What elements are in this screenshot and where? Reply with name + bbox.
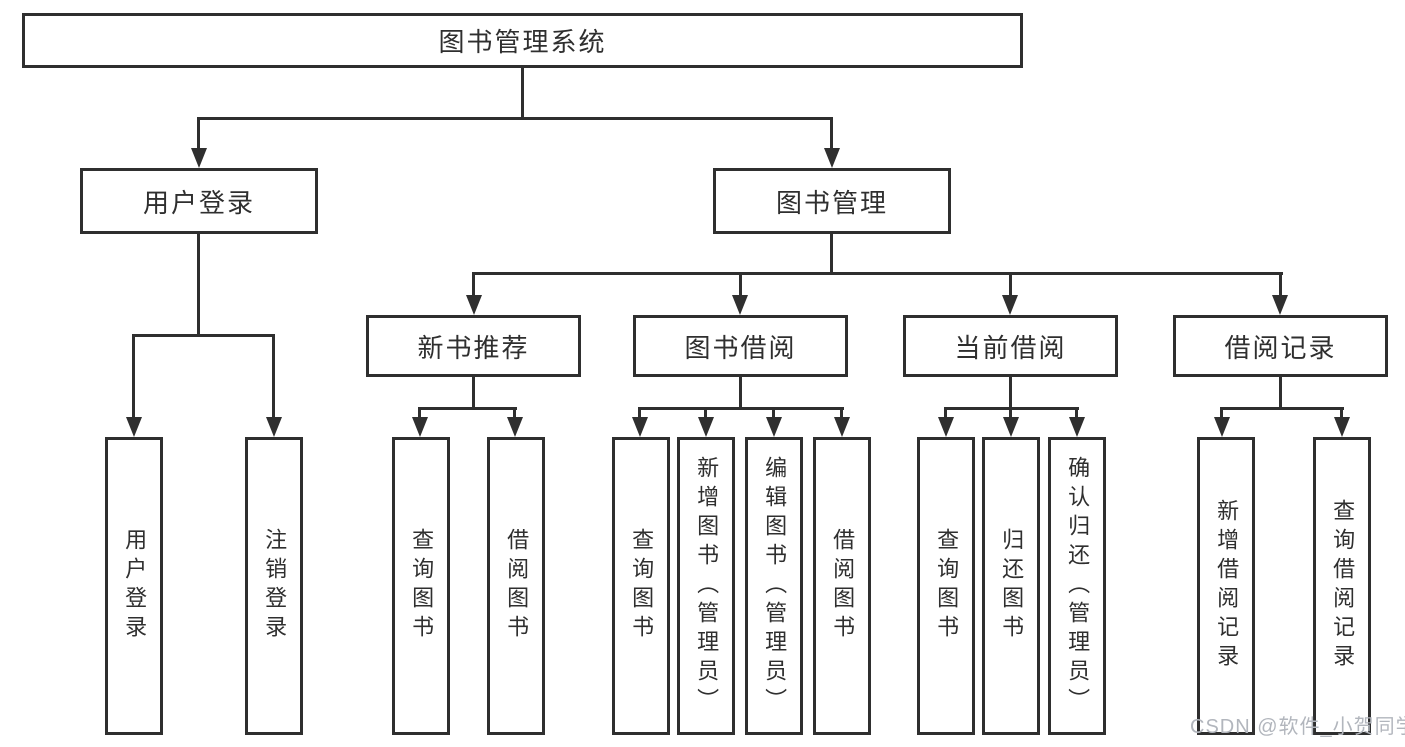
connector-line xyxy=(1220,407,1344,410)
leaf-label: 查询图书 xyxy=(409,528,435,644)
connector-line xyxy=(772,409,775,419)
arrow-down-icon xyxy=(1214,417,1230,437)
arrow-down-icon xyxy=(834,417,850,437)
connector-line xyxy=(418,407,517,410)
arrow-down-icon xyxy=(126,417,142,437)
node-book-management: 图书管理 xyxy=(713,168,951,234)
arrow-down-icon xyxy=(1334,417,1350,437)
node-label: 用户登录 xyxy=(142,187,255,218)
arrow-down-icon xyxy=(1003,417,1019,437)
connector-line xyxy=(638,407,844,410)
node-new-book-recommendation: 新书推荐 xyxy=(366,315,581,377)
arrow-down-icon xyxy=(266,417,282,437)
leaf-label: 注销登录 xyxy=(262,528,288,644)
leaf-borrow-books: 借阅图书 xyxy=(487,437,545,735)
connector-line xyxy=(944,409,947,419)
connector-line xyxy=(1075,409,1078,419)
connector-line xyxy=(521,68,524,119)
leaf-label: 借阅图书 xyxy=(504,528,530,644)
arrow-down-icon xyxy=(191,148,207,168)
node-label: 图书管理系统 xyxy=(438,27,607,57)
connector-line xyxy=(197,234,200,336)
connector-line xyxy=(513,409,516,419)
connector-line xyxy=(704,409,707,419)
node-current-borrowing: 当前借阅 xyxy=(903,315,1118,377)
node-label: 图书管理 xyxy=(775,187,888,218)
leaf-label: 用户登录 xyxy=(122,528,148,644)
arrow-down-icon xyxy=(412,417,428,437)
connector-line xyxy=(1009,409,1012,419)
connector-line xyxy=(1220,409,1223,419)
node-label: 新书推荐 xyxy=(417,332,530,363)
connector-line xyxy=(830,119,833,150)
leaf-label: 新增图书（管理员） xyxy=(694,455,720,717)
node-book-borrowing: 图书借阅 xyxy=(633,315,848,377)
arrow-down-icon xyxy=(1272,295,1288,315)
connector-line xyxy=(272,336,275,418)
leaf-query-books: 查询图书 xyxy=(392,437,450,735)
leaf-label: 归还图书 xyxy=(999,528,1025,644)
connector-line xyxy=(739,377,742,410)
connector-line xyxy=(472,272,1283,275)
leaf-query-books: 查询图书 xyxy=(917,437,975,735)
connector-line xyxy=(197,117,833,120)
watermark: CSDN @软件_小贺同学 xyxy=(1190,716,1405,738)
arrow-down-icon xyxy=(824,148,840,168)
arrow-down-icon xyxy=(1069,417,1085,437)
leaf-return-books: 归还图书 xyxy=(982,437,1040,735)
connector-line xyxy=(1279,377,1282,410)
leaf-edit-books-admin: 编辑图书（管理员） xyxy=(745,437,803,735)
connector-line xyxy=(472,274,475,297)
connector-line xyxy=(132,336,135,418)
connector-line xyxy=(830,234,833,275)
connector-line xyxy=(1009,274,1012,297)
arrow-down-icon xyxy=(732,295,748,315)
leaf-label: 确认归还（管理员） xyxy=(1065,455,1091,717)
leaf-label: 查询图书 xyxy=(629,528,655,644)
arrow-down-icon xyxy=(466,295,482,315)
leaf-label: 借阅图书 xyxy=(830,528,856,644)
leaf-borrow-books: 借阅图书 xyxy=(813,437,871,735)
node-user-login: 用户登录 xyxy=(80,168,318,234)
leaf-label: 查询借阅记录 xyxy=(1330,499,1356,673)
connector-line xyxy=(132,334,275,337)
arrow-down-icon xyxy=(766,417,782,437)
connector-line xyxy=(472,377,475,410)
leaf-label: 查询图书 xyxy=(934,528,960,644)
leaf-logout: 注销登录 xyxy=(245,437,303,735)
node-label: 当前借阅 xyxy=(954,332,1067,363)
leaf-query-borrow-record: 查询借阅记录 xyxy=(1313,437,1371,735)
arrow-down-icon xyxy=(1002,295,1018,315)
connector-line xyxy=(944,407,1079,410)
connector-line xyxy=(638,409,641,419)
arrow-down-icon xyxy=(938,417,954,437)
leaf-add-borrow-record: 新增借阅记录 xyxy=(1197,437,1255,735)
leaf-user-login: 用户登录 xyxy=(105,437,163,735)
arrow-down-icon xyxy=(632,417,648,437)
connector-line xyxy=(197,119,200,150)
leaf-label: 新增借阅记录 xyxy=(1214,499,1240,673)
connector-line xyxy=(418,409,421,419)
node-label: 借阅记录 xyxy=(1224,332,1337,363)
node-library-management-system: 图书管理系统 xyxy=(22,13,1023,68)
connector-line xyxy=(1009,377,1012,410)
leaf-label: 编辑图书（管理员） xyxy=(762,455,788,717)
connector-line xyxy=(1340,409,1343,419)
connector-line xyxy=(840,409,843,419)
arrow-down-icon xyxy=(507,417,523,437)
arrow-down-icon xyxy=(698,417,714,437)
leaf-add-books-admin: 新增图书（管理员） xyxy=(677,437,735,735)
connector-line xyxy=(1279,274,1282,297)
leaf-query-books: 查询图书 xyxy=(612,437,670,735)
connector-line xyxy=(739,274,742,297)
leaf-confirm-return-admin: 确认归还（管理员） xyxy=(1048,437,1106,735)
node-label: 图书借阅 xyxy=(684,332,797,363)
node-borrowing-records: 借阅记录 xyxy=(1173,315,1388,377)
